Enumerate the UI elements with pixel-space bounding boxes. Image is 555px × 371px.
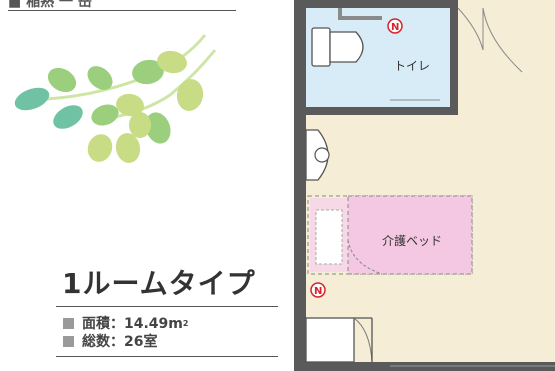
- toilet-label: トイレ: [394, 59, 430, 73]
- outlet-label: N: [314, 286, 322, 297]
- closet: [305, 317, 355, 363]
- toilet-wall-right: [450, 0, 458, 115]
- care-bed: [347, 195, 473, 275]
- grab-bar-post: [338, 8, 342, 20]
- toilet-bowl: [329, 31, 364, 63]
- leaf-shape: [53, 105, 83, 129]
- outlet-top: N: [387, 18, 403, 34]
- header-label: ■ 稲熟 一 岳: [8, 0, 92, 10]
- door-swing: [457, 7, 484, 51]
- leaf-stem-branch: [94, 49, 217, 122]
- outlet-label: N: [391, 22, 399, 33]
- count-spec: 総数：26室: [63, 331, 157, 351]
- bed-label: 介護ベッド: [382, 233, 442, 248]
- leaf-shape: [87, 134, 113, 162]
- title-rule: [56, 306, 278, 307]
- sink-drain-icon: [314, 147, 330, 163]
- door-swing: [482, 7, 523, 73]
- leaf-shape: [176, 79, 204, 111]
- leaf-shape: [91, 104, 119, 126]
- outlet-icon: [387, 18, 403, 34]
- leaf-shape: [132, 59, 164, 85]
- outlet-bottom: N: [310, 282, 326, 298]
- bullet-square: [63, 317, 74, 329]
- leaf-shape: [115, 133, 141, 163]
- leaf-shape: [157, 50, 187, 74]
- leaf-shape: [47, 67, 77, 93]
- leaf-shape: [87, 66, 113, 90]
- area-unit-superscript: 2: [182, 318, 189, 328]
- bottom-rule: [56, 356, 278, 357]
- outer-wall-left: [294, 0, 306, 371]
- room-type-title: 1ルームタイプ: [62, 267, 256, 300]
- leaf-shape: [145, 112, 171, 144]
- floor-plan: トイレ N 介護ベッド N: [294, 0, 555, 371]
- toilet-tank: [311, 27, 331, 67]
- outlet-icon: [310, 282, 326, 298]
- leaf-shape: [14, 87, 50, 111]
- grab-bar: [338, 16, 382, 20]
- leaf-illustration: [14, 34, 217, 163]
- area-label: 面積：14.49m: [82, 316, 183, 332]
- outer-wall-top: [294, 0, 458, 8]
- toilet-wall-bottom: [306, 107, 458, 115]
- leaf-shape: [116, 93, 144, 117]
- count-label: 総数：26室: [82, 334, 158, 350]
- header-rule: [8, 10, 236, 11]
- leaf-shape: [129, 112, 151, 138]
- bed-pillow: [315, 209, 343, 265]
- bed-swing-arc: [347, 239, 383, 275]
- bullet-square: [63, 335, 74, 347]
